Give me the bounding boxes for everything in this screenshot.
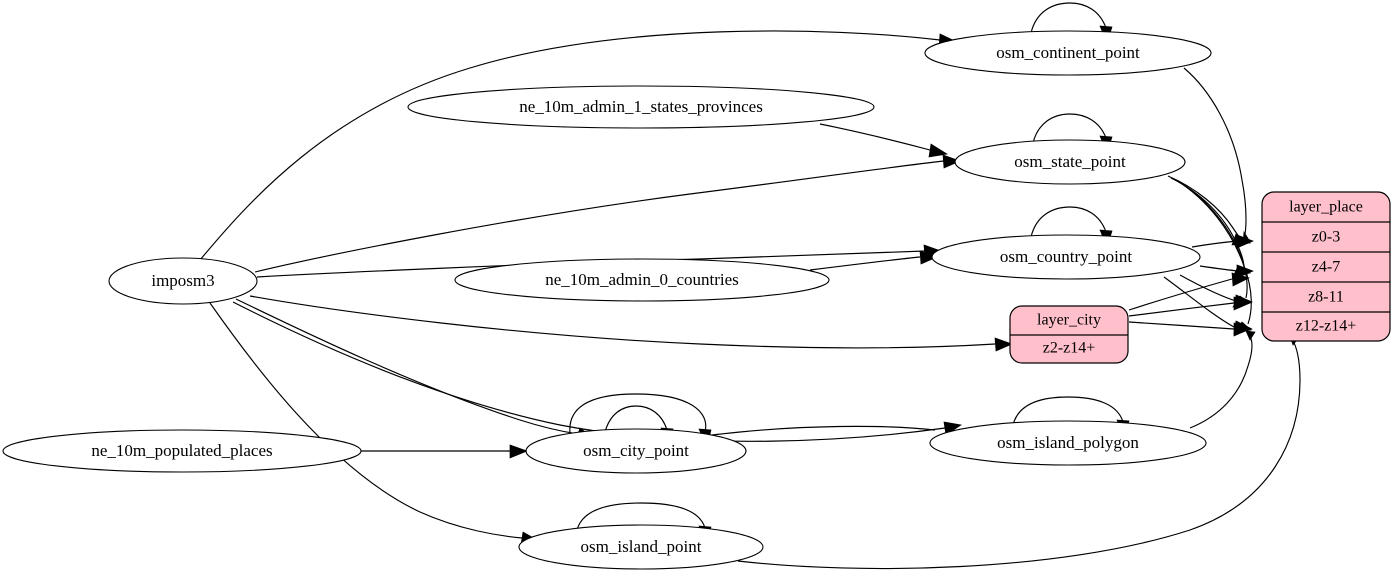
edge-imposm3-to-osm-island-polygon [232,301,962,442]
record-node-layer-city[interactable]: layer_city z2-z14+ [1009,305,1129,364]
edge-imposm3-to-osm-state-point [254,154,961,273]
edge-imposm3-to-osm-island-point [209,302,540,546]
edge-layer-city-to-layer-place-z8-11 [1128,296,1251,317]
node-ne-10m-admin-1-states-provinces[interactable]: ne_10m_admin_1_states_provinces [407,85,875,129]
node-ne-10m-admin-0-countries[interactable]: ne_10m_admin_0_countries [454,258,830,302]
record-node-layer-place[interactable]: layer_place z0-3 z4-7 z8-11 z12-z14+ [1261,191,1391,342]
edge-osm-island-polygon-to-layer-place-z12 [1189,330,1256,429]
node-osm-state-point[interactable]: osm_state_point [954,139,1186,185]
edge-osm-country-point-to-layer-place-z4-7 [1199,264,1254,279]
edge-imposm3-to-osm-continent-point [199,30,959,261]
node-osm-island-point[interactable]: osm_island_point [518,524,764,570]
edge-ne-places-to-osm-city-point [361,444,528,459]
edge-osm-state-point-to-layer-place-z0-3 [1167,175,1252,246]
node-osm-island-polygon[interactable]: osm_island_polygon [929,420,1207,466]
edge-layer-city-to-layer-place-z12 [1128,321,1251,337]
node-ne-10m-populated-places[interactable]: ne_10m_populated_places [2,429,362,473]
node-osm-city-point[interactable]: osm_city_point [525,428,747,474]
node-osm-continent-point[interactable]: osm_continent_point [924,30,1212,76]
layer-place-shell [1261,191,1391,342]
edge-ne-states-to-osm-state-point [819,123,948,158]
edge-ne-countries-to-osm-country-point [809,250,938,271]
node-layer: imposm3 ne_10m_admin_1_states_provinces … [2,30,1212,570]
edge-layer-city-to-layer-place-z4-7 [1128,272,1250,311]
edge-imposm3-to-layer-city [249,295,1013,352]
edge-osm-continent-point-to-layer-place-z0-3 [1183,67,1250,245]
node-osm-country-point[interactable]: osm_country_point [931,234,1201,280]
edge-osm-country-point-to-layer-place-z0-3 [1191,234,1254,249]
node-imposm3[interactable]: imposm3 [108,257,258,305]
